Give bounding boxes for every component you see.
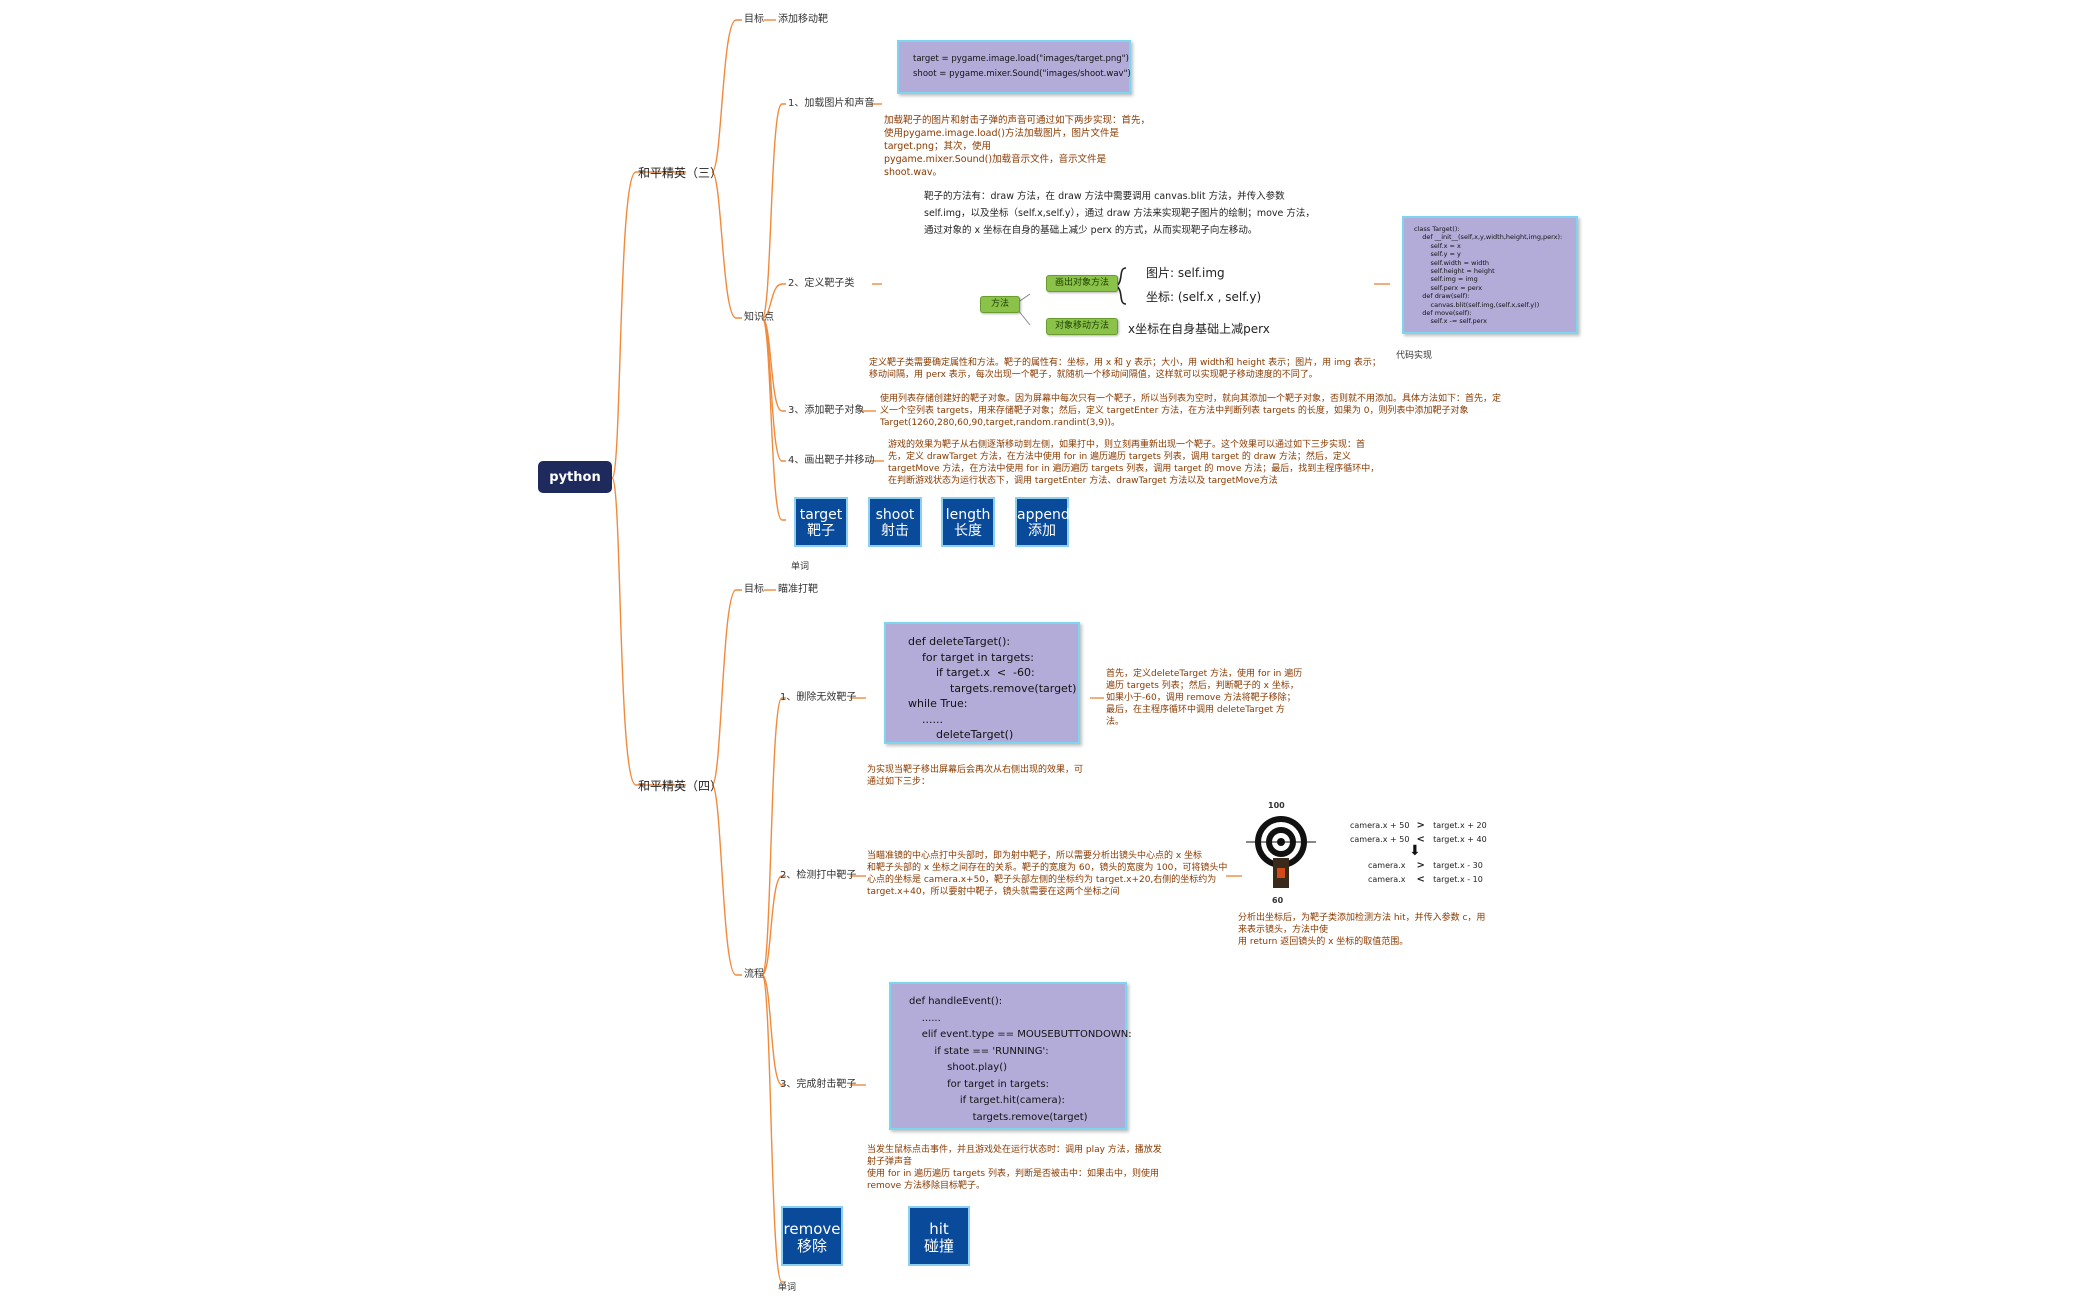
method-move-node[interactable]: 对象移动方法 (1046, 318, 1118, 335)
vocab-card-target[interactable]: target 靶子 (794, 497, 848, 547)
part3-knowledge-label[interactable]: 知识点 (744, 312, 774, 323)
method-draw-node[interactable]: 画出对象方法 (1046, 275, 1118, 292)
part4-vocab-label: 单词 (778, 1283, 797, 1293)
compare-right: target.x + 20 (1433, 821, 1487, 830)
compare-left: camera.x (1368, 875, 1406, 884)
vocab-en: hit (929, 1220, 949, 1238)
vocab-en: append (1017, 507, 1070, 523)
part3-step-4[interactable]: 4、画出靶子并移动 (788, 455, 875, 466)
part4-desc-hit-method: 分析出坐标后，为靶子类添加检测方法 hit，并传入参数 c，用 来表示镜头，方法… (1238, 913, 1486, 947)
compare-row-2: camera.x + 50 < target.x + 40 (1350, 834, 1487, 845)
target-width-label: 100 (1268, 801, 1285, 810)
part4-desc-hit: 当瞄准镜的中心点打中头部时，即为射中靶子，所以需要分析出镜头中心点的 x 坐标 … (867, 851, 1228, 897)
part3-step-3[interactable]: 3、添加靶子对象 (788, 405, 865, 416)
part4-desc-shoot: 当发生鼠标点击事件，并且游戏处在运行状态时：调用 play 方法，播放发 射子弹… (867, 1145, 1162, 1191)
part3-class-code: class Target(): def __init__(self,x,y,wi… (1402, 216, 1578, 334)
vocab-zh: 添加 (1028, 523, 1056, 539)
part3-vocab-label: 单词 (791, 562, 810, 572)
part4-step-3[interactable]: 3、完成射击靶子 (780, 1079, 857, 1090)
target-height-label: 60 (1272, 896, 1284, 905)
part4-desc-delete-intro: 为实现当靶子移出屏幕后会再次从右侧出现的效果，可 通过如下三步： (867, 765, 1084, 787)
method-perx-text: x坐标在自身基础上减perx (1128, 322, 1270, 336)
target-figure-icon (1246, 810, 1316, 892)
part3-desc-methods: 靶子的方法有：draw 方法，在 draw 方法中需要调用 canvas.bli… (924, 191, 1315, 236)
part4-goal-label[interactable]: 目标 (744, 584, 764, 595)
part4-code-handle: def handleEvent(): ...... elif event.typ… (889, 982, 1132, 1130)
method-img-text: 图片: self.img (1146, 266, 1225, 280)
vocab-zh: 射击 (881, 523, 909, 539)
vocab-card-hit[interactable]: hit 碰撞 (908, 1206, 970, 1266)
vocab-card-append[interactable]: append 添加 (1015, 497, 1070, 547)
part3-class-label: 代码实现 (1396, 351, 1433, 361)
part3-step-1[interactable]: 1、加载图片和声音 (788, 98, 875, 109)
part4-desc-delete: 首先，定义deleteTarget 方法，使用 for in 遍历 遍历 tar… (1106, 669, 1303, 727)
down-arrow-icon: ⬇ (1409, 843, 1421, 859)
vocab-card-remove[interactable]: remove 移除 (781, 1206, 843, 1266)
part3-desc-draw: 游戏的效果为靶子从右侧逐渐移动到左侧，如果打中，则立刻再重新出现一个靶子。这个效… (888, 440, 1380, 486)
compare-right: target.x - 10 (1433, 875, 1483, 884)
part4-step-2[interactable]: 2、检测打中靶子 (780, 870, 857, 881)
vocab-zh: 靶子 (807, 523, 835, 539)
vocab-en: remove (783, 1220, 841, 1238)
compare-op: < (1416, 834, 1425, 845)
part4-code-delete: def deleteTarget(): for target in target… (884, 622, 1080, 744)
part3-step-2[interactable]: 2、定义靶子类 (788, 278, 855, 289)
branch-part3[interactable]: 和平精英（三） (638, 166, 723, 180)
compare-right: target.x - 30 (1433, 861, 1483, 870)
vocab-en: shoot (875, 507, 915, 523)
vocab-en: target (799, 507, 843, 523)
part4-step-1[interactable]: 1、删除无效靶子 (780, 692, 857, 703)
vocab-zh: 长度 (954, 523, 982, 539)
part3-goal-text[interactable]: 添加移动靶 (778, 14, 828, 25)
compare-left: camera.x + 50 (1350, 821, 1410, 830)
part3-desc-load: 加载靶子的图片和射击子弹的声音可通过如下两步实现：首先， 使用pygame.im… (884, 115, 1151, 178)
compare-left: camera.x + 50 (1350, 835, 1410, 844)
compare-right: target.x + 40 (1433, 835, 1487, 844)
vocab-zh: 移除 (796, 1237, 827, 1255)
part4-goal-text[interactable]: 瞄准打靶 (778, 584, 818, 595)
part3-goal-label[interactable]: 目标 (744, 14, 764, 25)
compare-row-4: camera.x < target.x - 10 (1368, 874, 1483, 885)
branch-part4[interactable]: 和平精英（四） (638, 779, 723, 793)
vocab-en: length (945, 507, 991, 523)
part3-code-load: target = pygame.image.load("images/targe… (897, 40, 1131, 94)
compare-op: < (1416, 874, 1425, 885)
vocab-card-length[interactable]: length 长度 (941, 497, 995, 547)
compare-op: > (1416, 860, 1425, 871)
compare-op: > (1416, 820, 1425, 831)
compare-row-1: camera.x + 50 > target.x + 20 (1350, 820, 1487, 831)
vocab-card-shoot[interactable]: shoot 射击 (868, 497, 922, 547)
root-node[interactable]: python (538, 461, 612, 493)
part3-desc-add: 使用列表存储创建好的靶子对象。因为屏幕中每次只有一个靶子，所以当列表为空时，就向… (880, 394, 1502, 428)
part4-flow-label[interactable]: 流程 (744, 969, 764, 980)
compare-row-3: camera.x > target.x - 30 (1368, 860, 1483, 871)
target-illustration: 100 60 (1246, 800, 1316, 905)
vocab-zh: 碰撞 (923, 1237, 954, 1255)
compare-left: camera.x (1368, 861, 1406, 870)
part3-desc-class: 定义靶子类需要确定属性和方法。靶子的属性有：坐标，用 x 和 y 表示；大小，用… (869, 358, 1381, 380)
method-coord-text: 坐标: (self.x , self.y) (1146, 290, 1262, 304)
method-node[interactable]: 方法 (980, 296, 1020, 313)
